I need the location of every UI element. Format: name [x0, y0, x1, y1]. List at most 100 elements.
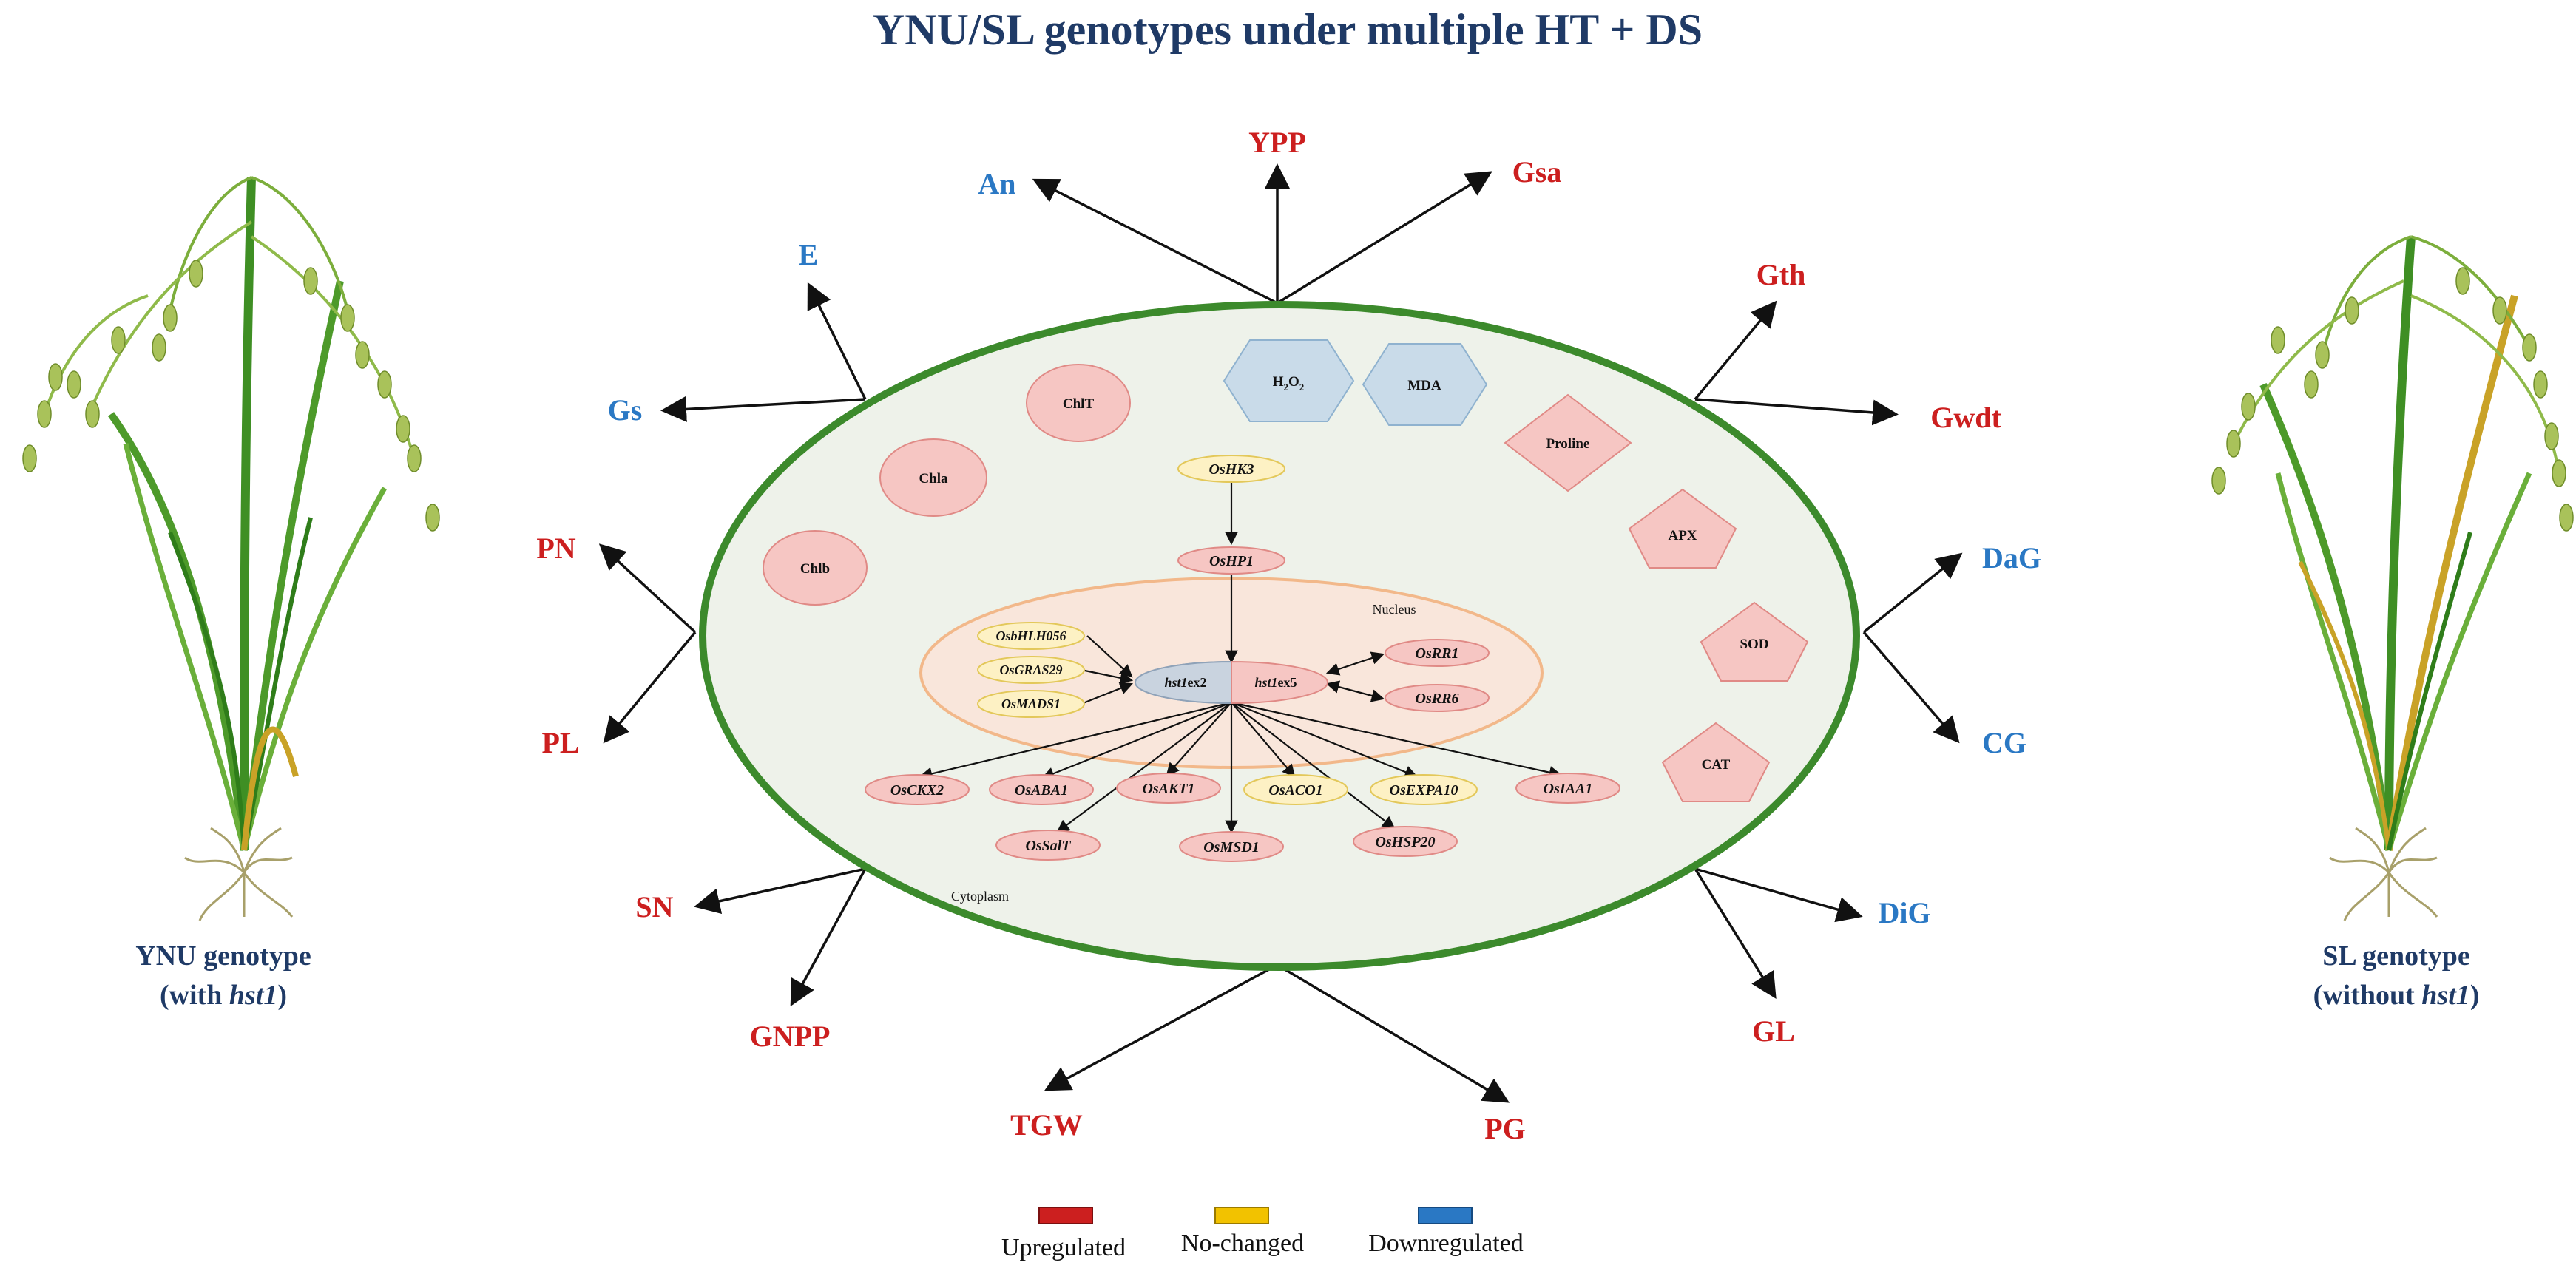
trait-cg: CG — [1982, 726, 2026, 759]
gene-nodes: OsHK3 OsHP1 OsbHLH056 OsGRAS29 OsMADS1 h… — [865, 455, 1620, 862]
ynu-rice-plant-illustration — [22, 176, 440, 921]
trait-pn: PN — [536, 532, 575, 565]
osmads1-node — [977, 690, 1085, 718]
sl-genotype-caption: SL genotype — [2322, 940, 2470, 972]
trait-labels: An YPP Gsa E Gth Gs Gwdt PN DaG PL CG SN… — [536, 126, 2041, 1145]
trait-pl: PL — [541, 726, 579, 759]
trait-tgw: TGW — [1010, 1108, 1083, 1142]
arrow-hst1-expa10 — [1231, 701, 1419, 779]
ynu-genotype-subcaption: (with hst1) — [160, 980, 287, 1011]
osckx2-node — [865, 774, 970, 805]
trait-pg: PG — [1484, 1112, 1526, 1145]
legend-label-down: Downregulated — [1368, 1230, 1524, 1257]
h2o2-label: H2O2 — [1273, 374, 1305, 393]
trait-e: E — [799, 238, 819, 271]
oshsp20-label: OsHSP20 — [1375, 834, 1435, 850]
proline-diamond — [1504, 393, 1632, 492]
chlb-label: Chlb — [800, 561, 830, 577]
osaco1-label: OsACO1 — [1268, 782, 1322, 799]
legend-swatch-up — [1038, 1207, 1093, 1224]
legend-swatch-unchanged — [1214, 1207, 1269, 1224]
osckx2-label: OsCKX2 — [890, 782, 944, 799]
arrow-hst1-salt — [1056, 702, 1232, 833]
arrow-gras-hst1 — [1081, 668, 1134, 685]
trait-sn: SN — [635, 890, 673, 923]
osrr1-label: OsRR1 — [1416, 645, 1459, 662]
oshk3-label: OsHK3 — [1208, 461, 1254, 478]
osiaa1-node — [1515, 773, 1620, 804]
chlb-circle — [763, 530, 868, 606]
oshsp20-node — [1353, 826, 1458, 857]
arrow-hst1-iaa1 — [1231, 701, 1563, 779]
sl-rice-plant-illustration — [2211, 235, 2574, 921]
arrow-gwdt — [1694, 398, 1899, 426]
osexpa10-node — [1370, 774, 1478, 805]
osrr1-node — [1385, 639, 1490, 667]
arrow-dig — [1694, 867, 1863, 923]
ossalt-node — [995, 830, 1101, 861]
trait-ypp: YPP — [1248, 126, 1306, 159]
osaco1-node — [1243, 774, 1348, 805]
trait-an: An — [978, 167, 1015, 200]
osmsd1-label: OsMSD1 — [1203, 839, 1260, 855]
osakt1-node — [1116, 773, 1221, 804]
chla-label: Chla — [919, 471, 948, 487]
osbhlh056-label: OsbHLH056 — [995, 628, 1066, 643]
osgras29-label: OsGRAS29 — [999, 662, 1062, 677]
trait-gnpp: GNPP — [750, 1020, 831, 1053]
osmsd1-node — [1179, 831, 1284, 862]
arrow-hst1-rr1 — [1325, 651, 1385, 676]
osexpa10-label: OsEXPA10 — [1390, 782, 1458, 799]
osakt1-label: OsAKT1 — [1142, 781, 1194, 797]
sod-pentagon — [1700, 601, 1809, 682]
oshp1-node — [1177, 546, 1285, 575]
chlt-circle — [1026, 364, 1131, 442]
hst1ex5-label: hst1ex5 — [1254, 675, 1297, 690]
trait-gs: Gs — [608, 393, 643, 427]
arrow-dag — [1862, 552, 1963, 634]
legend-label-up: Upregulated — [1001, 1234, 1126, 1261]
trait-arrows — [598, 163, 1963, 1103]
nucleus-label: Nucleus — [1373, 602, 1416, 617]
sl-genotype-subcaption: (without hst1) — [2313, 980, 2480, 1011]
arrow-gth — [1694, 300, 1777, 401]
osaba1-label: OsABA1 — [1015, 782, 1068, 799]
arrow-gs — [660, 396, 866, 422]
physiology-markers: ChlT Chla Chlb H2O2 MDA Proline APX SOD … — [763, 339, 1809, 802]
arrow-hst1-hsp20 — [1231, 702, 1396, 830]
legend-swatch-down — [1418, 1207, 1473, 1224]
trait-gwdt: Gwdt — [1930, 401, 2001, 434]
osrr6-label: OsRR6 — [1416, 691, 1459, 707]
arrow-an — [1032, 178, 1278, 305]
h2o2-hexagon — [1223, 339, 1355, 422]
arrow-sn — [694, 867, 866, 915]
arrow-gnpp — [790, 868, 867, 1007]
arrow-pg — [1277, 963, 1510, 1103]
page-title: YNU/SL genotypes under multiple HT + DS — [873, 5, 1703, 54]
osaba1-node — [989, 774, 1094, 805]
hst1ex2-label: hst1ex2 — [1164, 675, 1206, 690]
ynu-genotype-caption: YNU genotype — [135, 940, 311, 972]
proline-label: Proline — [1546, 436, 1590, 452]
trait-gth: Gth — [1757, 258, 1806, 291]
cytoplasm-label: Cytoplasm — [951, 889, 1009, 904]
arrow-hst1-akt1 — [1166, 702, 1232, 776]
osgras29-node — [977, 656, 1085, 684]
hst1ex5-node — [1231, 660, 1329, 705]
osrr6-node — [1385, 684, 1490, 712]
arrow-mads-hst1 — [1081, 682, 1134, 705]
arrow-cg — [1862, 631, 1960, 744]
apx-label: APX — [1668, 528, 1697, 543]
mda-hexagon — [1362, 343, 1488, 426]
trait-dag: DaG — [1982, 541, 2041, 575]
arrow-hst1-aba1 — [1041, 701, 1232, 780]
arrow-hst1-aco1 — [1231, 702, 1296, 778]
arrow-gl — [1694, 868, 1777, 999]
ossalt-label: OsSalT — [1025, 838, 1071, 854]
chlt-label: ChlT — [1063, 396, 1095, 412]
osmads1-label: OsMADS1 — [1001, 696, 1061, 711]
arrow-hst1-rr6 — [1325, 680, 1385, 702]
chla-circle — [879, 438, 987, 517]
oshp1-label: OsHP1 — [1209, 553, 1254, 569]
